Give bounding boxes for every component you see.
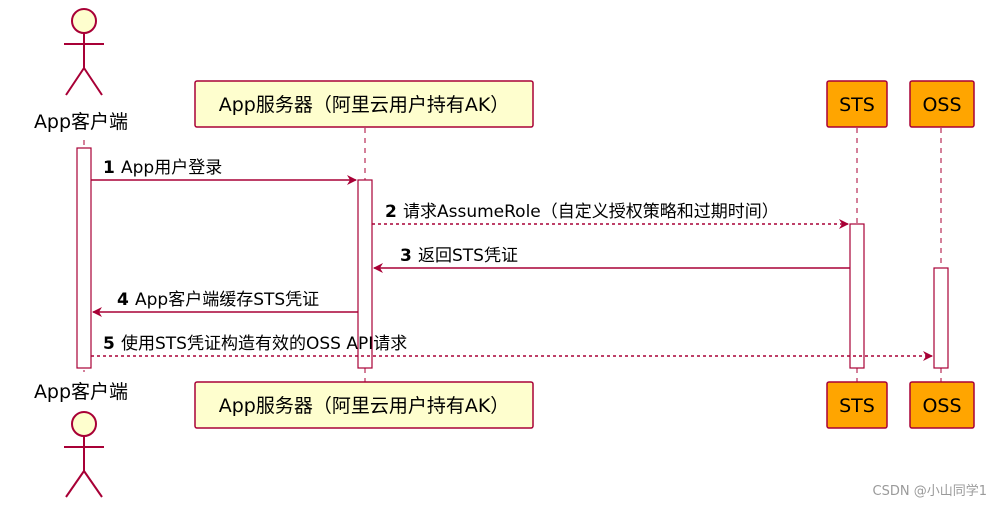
participant-server-bottom: App服务器（阿里云用户持有AK） <box>194 381 534 429</box>
actor-client-bottom: App客户端 <box>34 381 128 498</box>
participant-oss-label-top: OSS <box>922 94 961 116</box>
participant-sts-bottom: STS <box>826 381 888 429</box>
participant-server-label-bottom: App服务器（阿里云用户持有AK） <box>219 395 510 417</box>
activation-oss <box>933 267 949 369</box>
message-2-text: 请求AssumeRole（自定义授权策略和过期时间） <box>403 202 779 222</box>
actor-head-icon <box>71 411 97 437</box>
actor-client-label-top: App客户端 <box>34 111 128 133</box>
watermark: CSDN @小山同学1 <box>872 484 987 499</box>
actor-client-top: App客户端 <box>34 8 128 133</box>
message-1-text: App用户登录 <box>121 158 222 178</box>
message-3-text: 返回STS凭证 <box>418 246 518 266</box>
actor-client-label-bottom: App客户端 <box>34 381 128 403</box>
message-3-number: 3 <box>400 246 412 266</box>
message-5: 5 使用STS凭证构造有效的OSS API请求 <box>91 333 933 361</box>
participant-sts-top: STS <box>826 80 888 128</box>
message-5-text: 使用STS凭证构造有效的OSS API请求 <box>121 333 407 354</box>
participant-oss-bottom: OSS <box>909 381 975 429</box>
activation-server <box>357 179 373 369</box>
participant-sts-label-bottom: STS <box>839 395 875 417</box>
actor-head-icon <box>71 8 97 34</box>
activation-client <box>76 147 92 369</box>
message-5-number: 5 <box>103 334 115 354</box>
activation-sts <box>849 223 865 369</box>
participant-oss-label-bottom: OSS <box>922 395 961 417</box>
message-2-number: 2 <box>385 202 397 222</box>
message-4-number: 4 <box>117 290 129 310</box>
message-4: 4 App客户端缓存STS凭证 <box>92 290 358 317</box>
participant-server-label-top: App服务器（阿里云用户持有AK） <box>219 94 510 116</box>
participant-server-top: App服务器（阿里云用户持有AK） <box>194 80 534 128</box>
message-2: 2 请求AssumeRole（自定义授权策略和过期时间） <box>372 202 849 229</box>
message-1-number: 1 <box>103 158 115 178</box>
participant-oss-top: OSS <box>909 80 975 128</box>
message-4-text: App客户端缓存STS凭证 <box>135 290 319 310</box>
message-1: 1 App用户登录 <box>91 158 357 185</box>
message-3: 3 返回STS凭证 <box>373 246 850 273</box>
participant-sts-label-top: STS <box>839 94 875 116</box>
